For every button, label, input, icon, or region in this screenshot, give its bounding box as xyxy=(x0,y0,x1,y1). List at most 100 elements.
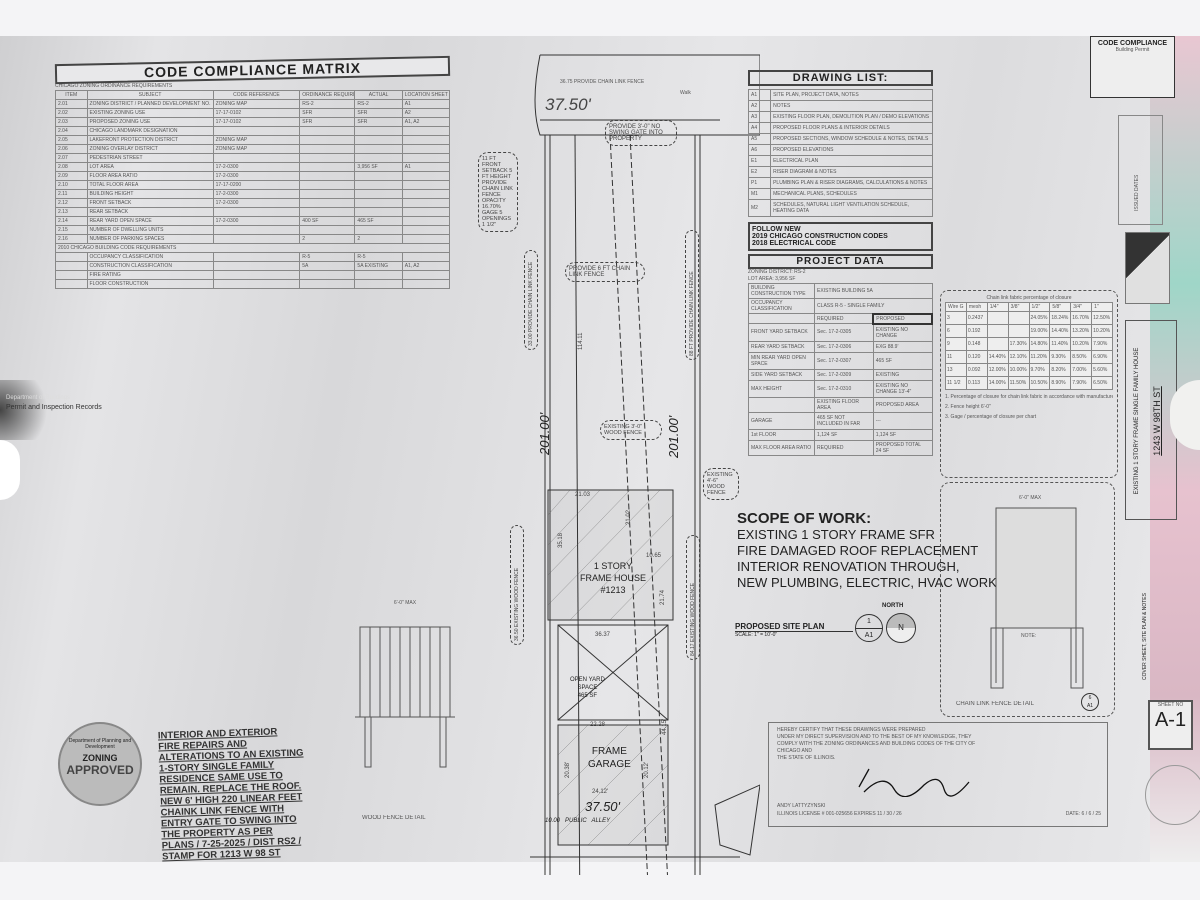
project-address: 1243 W 98TH ST xyxy=(1152,386,1162,456)
house-dim: 35.18 xyxy=(558,532,564,548)
matrix-cell: A1 xyxy=(401,99,451,109)
stamp-label: ZONING xyxy=(82,753,118,763)
stamp-status: APPROVED xyxy=(66,763,134,777)
chain-cell xyxy=(1007,324,1030,338)
chain-cell: 24.05% xyxy=(1028,311,1051,325)
drawing-sheet: A1 xyxy=(864,632,874,639)
area-cell: 1,124 SF xyxy=(814,428,874,441)
matrix-cell: 5A xyxy=(299,261,356,271)
matrix-cell: 400 SF xyxy=(299,216,356,226)
chain-cell: 9.30% xyxy=(1049,350,1072,364)
matrix-cell: 2.14 xyxy=(55,216,88,226)
license-number: ILLINOIS LICENSE # 001-025656 EXPIRES 11… xyxy=(777,811,902,817)
matrix-cell: LOT AREA xyxy=(86,162,214,172)
chain-cell: 11.40% xyxy=(1049,337,1072,351)
chain-cell xyxy=(986,324,1009,338)
drawing-list-title: DRAWING LIST: xyxy=(748,70,933,86)
setback-cell: EXG 88.9' xyxy=(872,340,933,353)
matrix-cell: REAR YARD OPEN SPACE xyxy=(86,216,214,226)
matrix-header: ITEM xyxy=(55,90,88,100)
chain-header: mesh xyxy=(965,302,988,312)
matrix-cell: 17-17-0102 xyxy=(212,117,301,127)
issued-box: ISSUED DATES xyxy=(1118,115,1163,225)
project-data-line: ZONING DISTRICT: RS-2 xyxy=(748,269,806,275)
matrix-cell: 2.12 xyxy=(55,198,88,208)
chain-note: 3. Gage / percentage of closure per char… xyxy=(945,414,1037,420)
matrix-cell: 2 xyxy=(354,234,403,244)
garage-dim: 20.38' xyxy=(565,761,571,778)
area-cell: GARAGE xyxy=(747,411,816,430)
matrix-cell: 2.16 xyxy=(55,234,88,244)
sheet-desc: SITE PLAN, PROJECT DATA, NOTES xyxy=(770,89,933,101)
matrix-cell xyxy=(401,144,451,154)
wood-fence-detail: 6'-0" MAX WOOD FENCE DETAIL xyxy=(340,600,470,821)
matrix-cell xyxy=(354,198,403,208)
code-notice-line: FOLLOW NEW xyxy=(752,226,801,233)
matrix-cell xyxy=(55,252,88,262)
setback-cell: MAX HEIGHT xyxy=(747,379,816,398)
matrix-cell xyxy=(212,225,301,235)
matrix-cell: RS-2 xyxy=(299,99,356,109)
matrix-cell xyxy=(299,270,356,280)
setback-cell: Sec. 17-2-0307 xyxy=(814,351,874,370)
matrix-cell xyxy=(299,207,356,217)
fence-detail-sheet: A1 xyxy=(1086,703,1094,709)
matrix-cell xyxy=(354,189,403,199)
chain-cell: 18.24% xyxy=(1049,311,1072,325)
alley-label: 10.00 PUBLIC ALLEY xyxy=(545,818,611,824)
matrix-cell: SFR xyxy=(299,117,356,127)
drawing-title: COVER SHEET, SITE PLAN & NOTES xyxy=(1142,593,1148,680)
matrix-cell xyxy=(354,180,403,190)
sheet-desc: NOTES xyxy=(770,100,933,112)
left-title: Permit and Inspection Records xyxy=(6,404,102,411)
chain-cell: 7.90% xyxy=(1091,337,1113,351)
sheet-id: A3 xyxy=(747,111,772,123)
setback-cell: EXISTING NO CHANGE xyxy=(872,323,933,342)
matrix-cell xyxy=(55,261,88,271)
matrix-cell: A1, A2 xyxy=(401,117,451,127)
matrix-cell: ZONING DISTRICT / PLANNED DEVELOPMENT NO… xyxy=(86,99,214,109)
chain-cell: 0.148 xyxy=(965,337,988,351)
matrix-cell: RS-2 xyxy=(354,99,403,109)
sheet-id: P1 xyxy=(747,177,772,189)
matrix-cell xyxy=(354,225,403,235)
matrix-cell xyxy=(299,225,356,235)
matrix-cell xyxy=(212,153,301,163)
wood-fence-drawing xyxy=(355,626,455,768)
matrix-cell: 2.06 xyxy=(55,144,88,154)
matrix-cell xyxy=(212,234,301,244)
chain-cell: 0.120 xyxy=(965,350,988,364)
wood-right-note: 84.17 EXISTING WOOD FENCE xyxy=(686,535,700,660)
house-label-line: #1213 xyxy=(600,585,626,595)
walk-label: Walk xyxy=(680,90,691,96)
chain-link-fence-detail: 6'-0" MAX NOTE: CHAIN LINK FENCE DETAIL … xyxy=(940,482,1115,717)
matrix-cell xyxy=(299,153,356,163)
pd-blank xyxy=(747,313,816,324)
pd-label: BUILDING CONSTRUCTION TYPE xyxy=(747,283,816,299)
north-n: N xyxy=(898,623,904,632)
sheet-desc: PROPOSED ELEVATIONS xyxy=(770,144,933,156)
matrix-cell: EXISTING ZONING USE xyxy=(86,108,214,118)
matrix-cell: ZONING OVERLAY DISTRICT xyxy=(86,144,214,154)
